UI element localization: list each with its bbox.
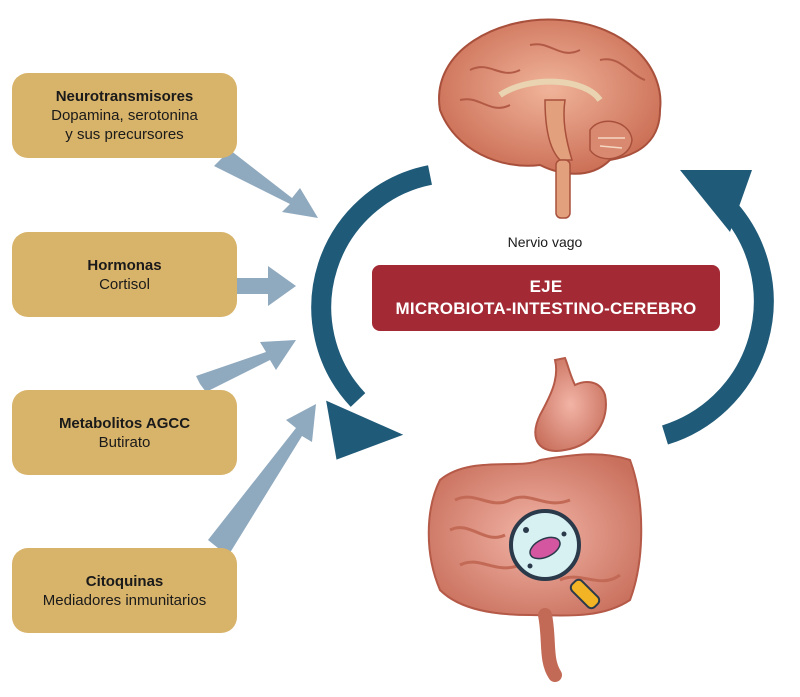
factor-detail: Butirato (98, 433, 151, 451)
banner-line-2: MICROBIOTA-INTESTINO-CEREBRO (395, 299, 697, 318)
input-arrow-citoquinas (208, 404, 316, 556)
factor-box-metabolitos: Metabolitos AGCC Butirato (12, 390, 237, 475)
factor-box-hormonas: Hormonas Cortisol (12, 232, 237, 317)
factor-title: Citoquinas (85, 572, 164, 590)
brain-illustration (438, 18, 662, 219)
factor-detail: Mediadores inmunitarios (42, 591, 207, 609)
factor-box-neurotransmisores: Neurotransmisores Dopamina, serotonina y… (12, 73, 237, 158)
factor-box-citoquinas: Citoquinas Mediadores inmunitarios (12, 548, 237, 633)
nerve-label: Nervio vago (507, 234, 583, 250)
input-arrow-metabolitos (196, 340, 296, 392)
input-arrow-hormonas (237, 266, 296, 306)
input-arrow-neurotransmisores (214, 150, 318, 218)
factor-detail: Dopamina, serotonina y sus precursores (51, 107, 198, 143)
axis-banner: EJE MICROBIOTA-INTESTINO-CEREBRO (372, 265, 720, 331)
factor-title: Metabolitos AGCC (58, 414, 191, 432)
factor-title: Neurotransmisores (55, 88, 194, 105)
cycle-arrow-right (661, 170, 774, 445)
factor-detail: Cortisol (99, 275, 150, 293)
factor-title: Hormonas (87, 256, 162, 274)
cycle-arrow-left (311, 165, 433, 460)
magnifier-microbe-icon (509, 509, 601, 610)
banner-line-1: EJE (529, 277, 563, 296)
input-arrows (196, 150, 318, 556)
